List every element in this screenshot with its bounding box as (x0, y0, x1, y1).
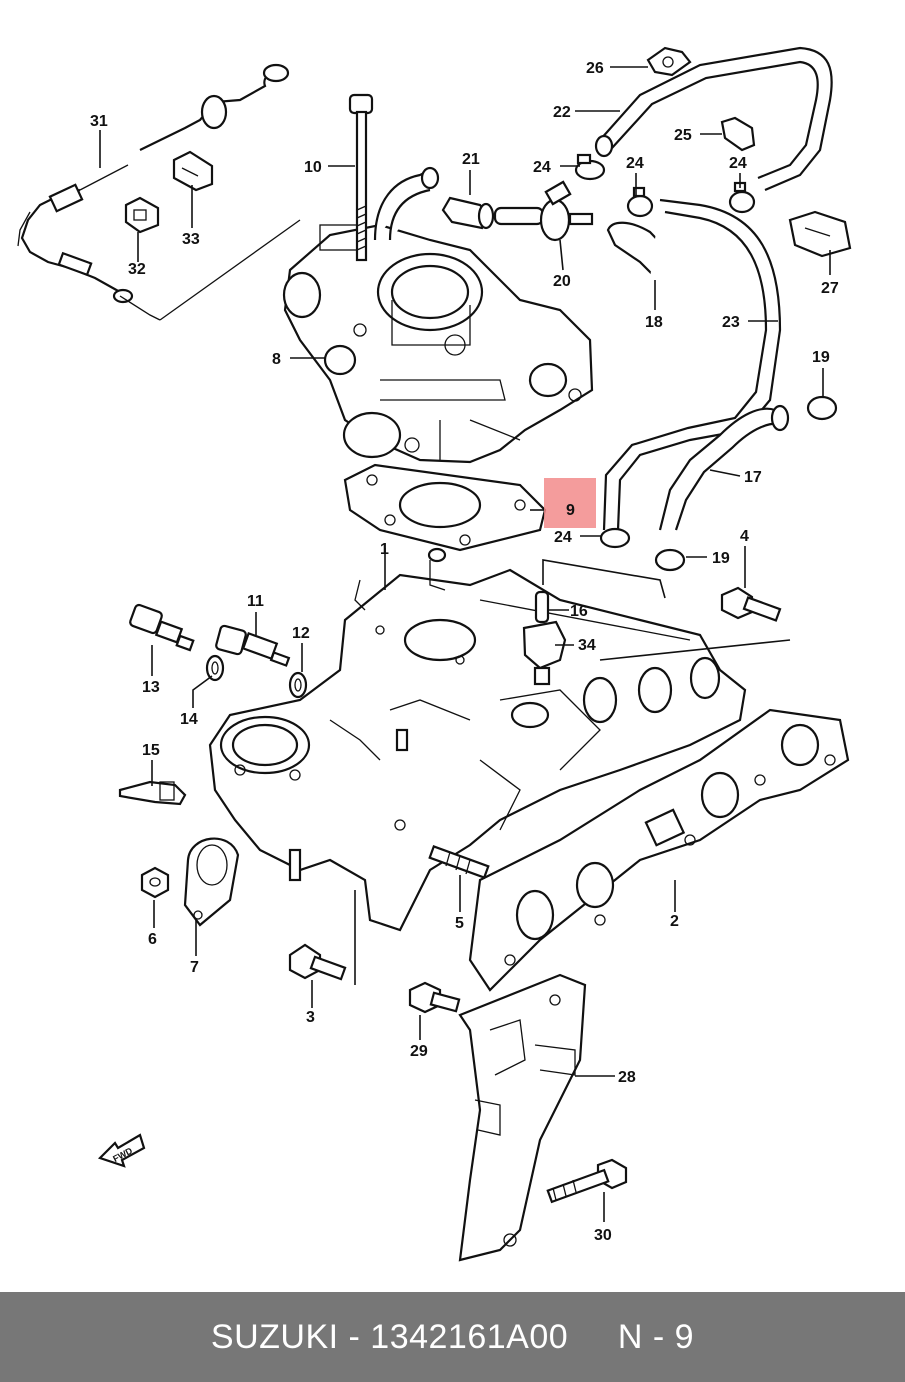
carburetor-stud-bolt-10 (348, 93, 374, 262)
carburetor-assembly (282, 166, 594, 464)
part-number-caption: SUZUKI - 1342161A00 N - 9 (210, 1317, 695, 1356)
callout-17: 17 (744, 469, 762, 486)
callout-24-c: 24 (729, 155, 747, 172)
callout-19-a: 19 (812, 349, 830, 366)
callout-23: 23 (722, 314, 740, 331)
vacuum-valve-20 (493, 180, 594, 242)
footer-bar: SUZUKI - 1342161A00 N - 9 (0, 1292, 905, 1382)
bracket-27 (788, 210, 852, 258)
bolt-4 (720, 586, 782, 622)
washer-14 (205, 654, 225, 682)
callout-29: 29 (410, 1043, 428, 1060)
callout-1: 1 (380, 541, 389, 558)
carburetor-gasket-9 (343, 463, 547, 552)
callout-33: 33 (182, 231, 200, 248)
forward-arrow-icon: FWD (97, 1133, 146, 1168)
sensor-11 (215, 624, 291, 667)
sensor-15 (118, 780, 187, 806)
callout-24-d: 24 (554, 529, 572, 546)
clamp-19-b (654, 548, 686, 572)
clamp-25 (720, 116, 756, 152)
callout-27: 27 (821, 280, 839, 297)
leader-lines (99, 66, 831, 1222)
callout-30: 30 (594, 1227, 612, 1244)
callout-21: 21 (462, 151, 480, 168)
fitting-16-34 (522, 590, 567, 686)
callout-2: 2 (670, 913, 679, 930)
callout-4: 4 (740, 528, 749, 545)
hose-21 (441, 196, 495, 230)
stud-5 (428, 845, 490, 879)
manifold-bracket-28 (458, 973, 587, 1262)
callout-19-b: 19 (712, 550, 730, 567)
callout-3: 3 (306, 1009, 315, 1026)
callout-7: 7 (190, 959, 199, 976)
callout-8: 8 (272, 351, 281, 368)
sensor-13 (129, 603, 195, 652)
gasket-7 (183, 837, 240, 927)
hose-17 (658, 404, 790, 531)
clamp-24-b (626, 186, 654, 218)
clamp-24-c (728, 181, 756, 214)
callout-34: 34 (578, 637, 596, 654)
callout-18: 18 (645, 314, 663, 331)
bolt-3 (288, 943, 347, 981)
nut-6 (140, 866, 170, 899)
callout-24-b: 24 (626, 155, 644, 172)
callout-15: 15 (142, 742, 160, 759)
intake-manifold (208, 547, 747, 932)
callout-26: 26 (586, 60, 604, 77)
bolt-29 (408, 981, 461, 1014)
callout-10: 10 (304, 159, 322, 176)
callout-13: 13 (142, 679, 160, 696)
bolt-30 (546, 1158, 628, 1204)
clamp-26 (646, 46, 692, 77)
callout-20: 20 (553, 273, 571, 290)
manifold-gasket-2 (468, 708, 850, 992)
parts-diagram: FWD (17, 46, 852, 1262)
callout-24-a: 24 (533, 159, 551, 176)
callout-31: 31 (90, 113, 108, 130)
callout-12: 12 (292, 625, 310, 642)
callout-32: 32 (128, 261, 146, 278)
washer-12 (288, 671, 308, 699)
callout-labels: 31 32 33 10 8 21 20 22 26 24 24 25 24 27… (90, 60, 839, 1244)
clamp-24-d (599, 527, 631, 549)
callout-9: 9 (566, 502, 575, 519)
clamp-24-a (574, 153, 606, 181)
highlight-box (544, 478, 596, 528)
callout-16: 16 (570, 603, 588, 620)
callout-28: 28 (618, 1069, 636, 1086)
throttle-cable (17, 63, 301, 321)
cable-clip-32 (124, 196, 160, 234)
callout-14: 14 (180, 711, 198, 728)
clamp-19-a (806, 395, 838, 421)
callout-22: 22 (553, 104, 571, 121)
hose-22 (594, 46, 833, 192)
callout-5: 5 (455, 915, 464, 932)
callout-11: 11 (247, 593, 264, 610)
callout-6: 6 (148, 931, 157, 948)
callout-25: 25 (674, 127, 692, 144)
cable-clip-33 (172, 150, 214, 192)
